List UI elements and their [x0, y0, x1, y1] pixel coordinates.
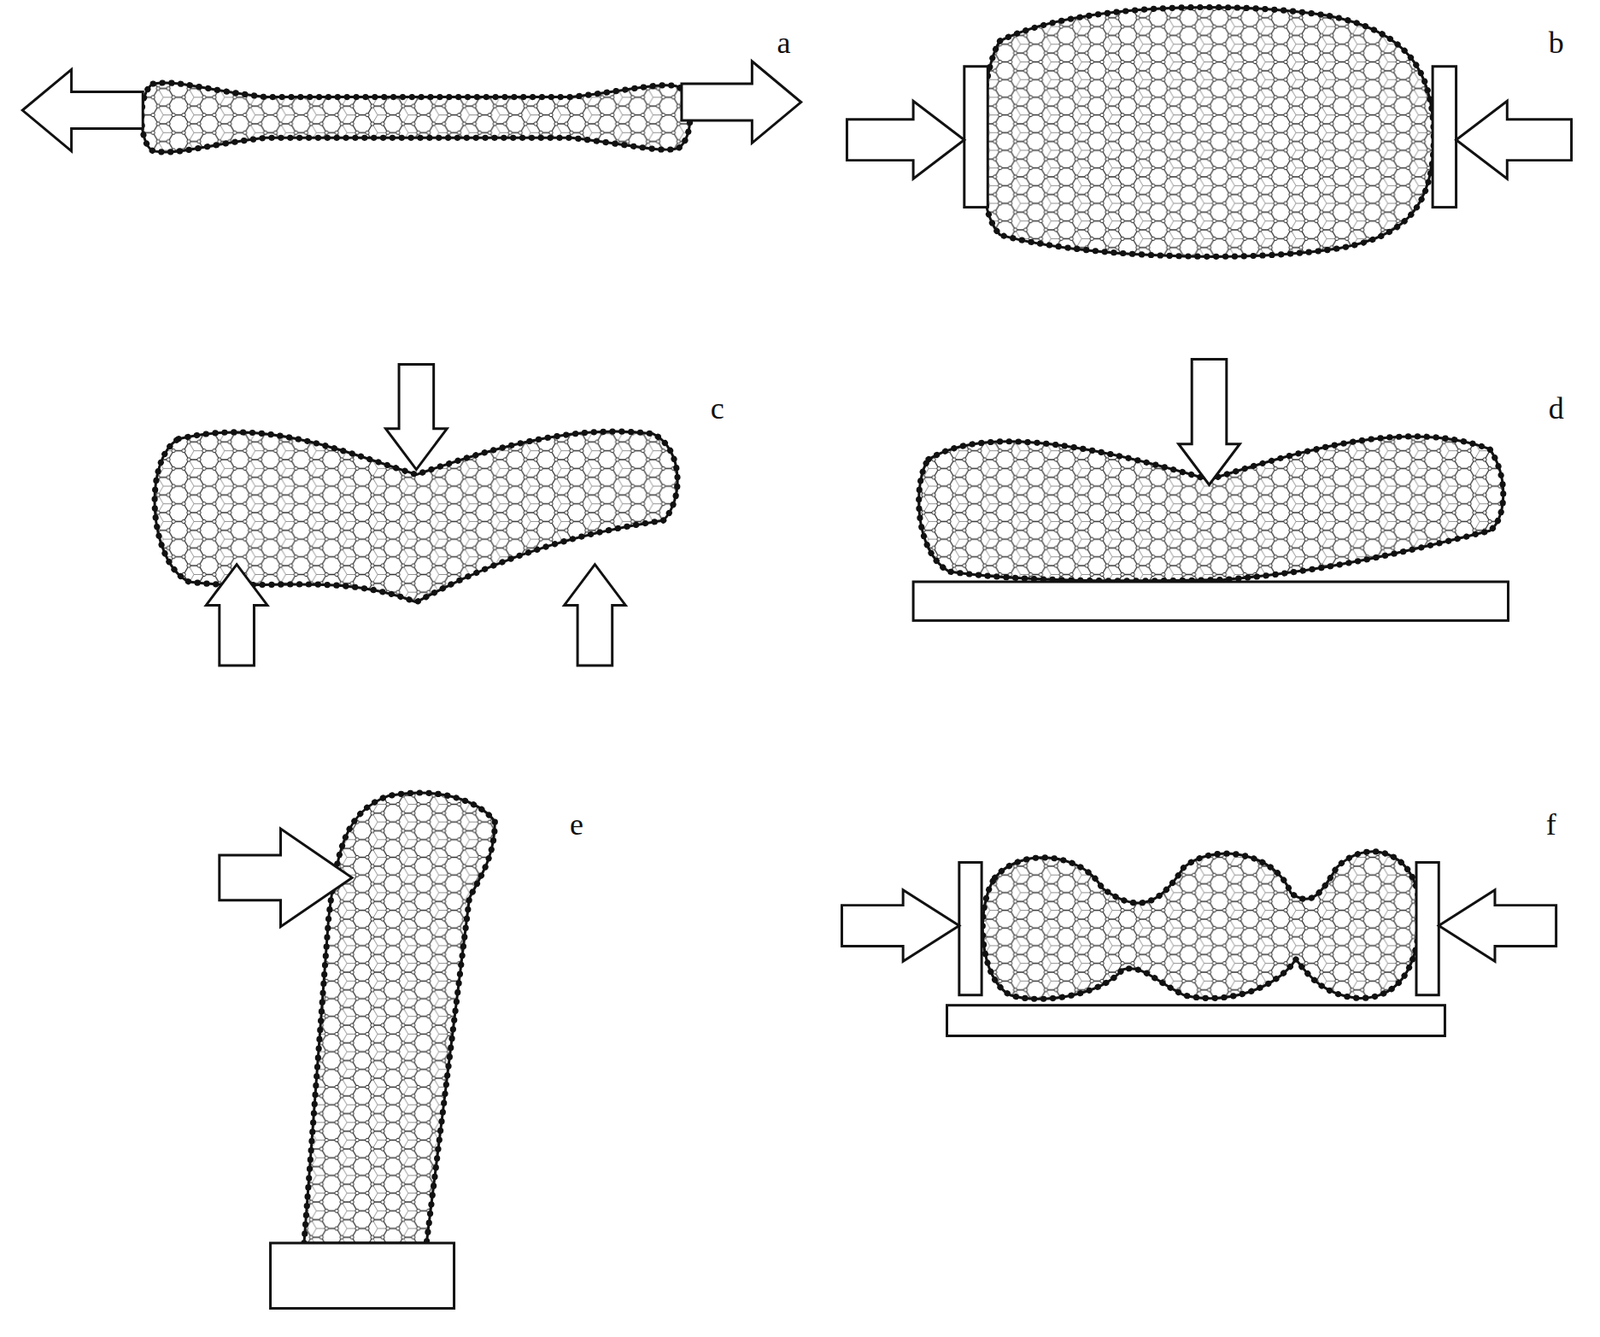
force-arrow: [219, 828, 352, 927]
nanotube: [141, 82, 691, 153]
force-arrow: [1438, 890, 1556, 962]
panel-letter: b: [1548, 27, 1565, 59]
base-block: [270, 1242, 455, 1308]
nanotube-beads: [141, 82, 691, 153]
substrate: [947, 1005, 1446, 1037]
nanotube-beads: [304, 792, 495, 1243]
nanotube-beads: [980, 6, 1434, 257]
force-arrow: [1178, 359, 1241, 486]
plate: [964, 66, 988, 208]
force-arrow: [205, 564, 268, 666]
panel-letter: f: [1546, 808, 1557, 840]
plate: [959, 861, 982, 995]
force-arrow: [564, 564, 627, 666]
substrate: [913, 581, 1508, 621]
nanotube-beads: [982, 851, 1419, 1000]
force-arrow: [1456, 100, 1572, 179]
panel-letter: d: [1548, 392, 1565, 424]
nanotube: [982, 851, 1419, 1000]
force-arrow: [681, 61, 802, 144]
force-arrow: [386, 364, 448, 470]
force-arrow: [22, 69, 143, 152]
force-arrow: [846, 100, 964, 179]
plate: [1416, 861, 1439, 995]
plate: [1432, 66, 1456, 208]
nanotube: [980, 6, 1434, 257]
panel-letter: e: [569, 808, 584, 840]
nanotube: [304, 792, 495, 1243]
panel-letter: a: [776, 27, 791, 59]
force-arrow: [841, 890, 959, 962]
panel-letter: c: [710, 392, 725, 424]
